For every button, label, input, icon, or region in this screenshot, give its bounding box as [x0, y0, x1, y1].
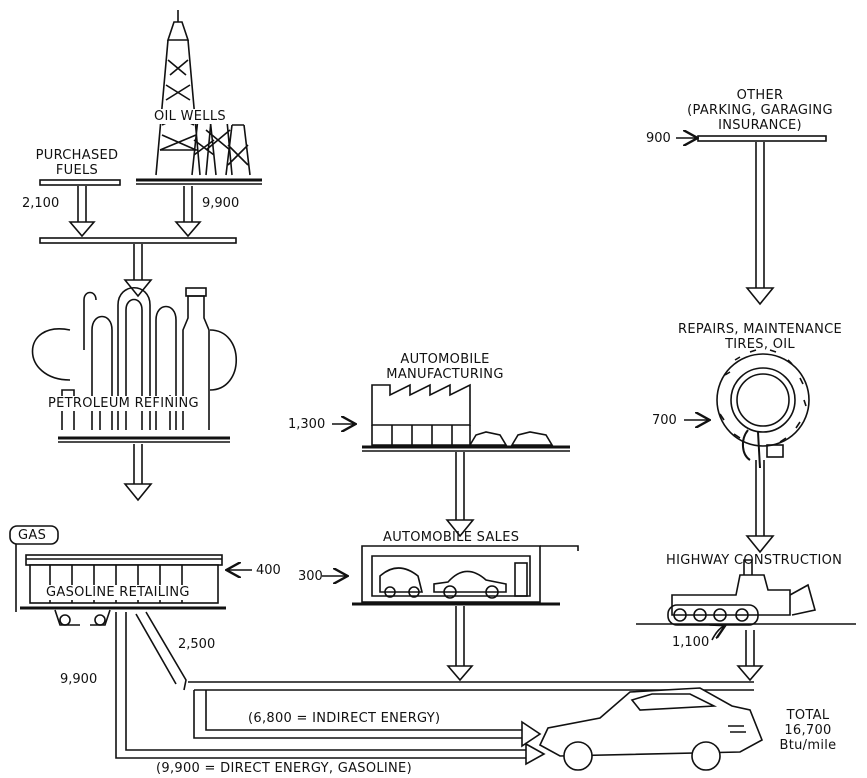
tire-illustration [717, 350, 809, 468]
automobile-manufacturing-value: 1,300 [288, 417, 325, 432]
gasoline-retailing-label: GASOLINE RETAILING [44, 585, 192, 600]
refinery-illustration [33, 288, 237, 442]
car-illustration [540, 688, 762, 770]
oil-wells-arrow [176, 186, 200, 236]
petroleum-refining-label: PETROLEUM REFINING [46, 396, 201, 411]
other-bar [698, 136, 826, 141]
total-label: TOTAL 16,700 Btu/mile [768, 708, 848, 753]
repairs-line2: TIRES, OIL [660, 337, 860, 352]
fuel-collector-bar [40, 238, 236, 243]
purchased-fuels-value: 2,100 [22, 196, 59, 211]
oil-wells-value: 9,900 [202, 196, 239, 211]
showroom-illustration [352, 546, 578, 604]
repairs-label: REPAIRS, MAINTENANCE TIRES, OIL [660, 322, 860, 352]
other-line1: OTHER [670, 88, 850, 103]
direct-energy-flow [116, 612, 544, 764]
repairs-line1: REPAIRS, MAINTENANCE [660, 322, 860, 337]
highway-to-indirect-arrow [738, 630, 762, 680]
oil-wells-label: OIL WELLS [152, 109, 228, 124]
total-title: TOTAL [768, 708, 848, 723]
automobile-sales-value: 300 [298, 569, 323, 584]
manufacturing-to-sales-arrow [447, 452, 473, 536]
oil-well-derrick [136, 10, 262, 184]
other-line3: INSURANCE) [670, 118, 850, 133]
repairs-to-highway-arrow [747, 460, 773, 552]
purchased-fuels-arrow [70, 186, 94, 236]
other-line2: (PARKING, GARAGING [670, 103, 850, 118]
refinery-to-retail-arrow [125, 444, 151, 500]
manufacturing-line1: AUTOMOBILE [370, 352, 520, 367]
retail-indirect-value: 2,500 [178, 637, 215, 652]
other-value: 900 [646, 131, 671, 146]
highway-input-arrow [712, 626, 724, 640]
automobile-sales-label: AUTOMOBILE SALES [383, 530, 519, 545]
purchased-fuels-line2: FUELS [22, 163, 132, 178]
highway-construction-value: 1,100 [672, 635, 709, 650]
direct-energy-label: (9,900 = DIRECT ENERGY, GASOLINE) [156, 761, 412, 776]
sales-to-indirect-arrow [448, 606, 472, 680]
purchased-fuels-line1: PURCHASED [22, 148, 132, 163]
manufacturing-line2: MANUFACTURING [370, 367, 520, 382]
purchased-fuels-bar [40, 180, 120, 185]
bulldozer-illustration [636, 560, 856, 625]
total-unit: Btu/mile [768, 738, 848, 753]
total-value: 16,700 [768, 723, 848, 738]
highway-construction-label: HIGHWAY CONSTRUCTION [666, 553, 842, 568]
gas-sign-label: GAS [18, 528, 46, 543]
retail-direct-value: 9,900 [60, 672, 97, 687]
automobile-manufacturing-label: AUTOMOBILE MANUFACTURING [370, 352, 520, 382]
repairs-value: 700 [652, 413, 677, 428]
other-label: OTHER (PARKING, GARAGING INSURANCE) [670, 88, 850, 133]
indirect-energy-label: (6,800 = INDIRECT ENERGY) [248, 711, 440, 726]
gasoline-retailing-value: 400 [256, 563, 281, 578]
factory-illustration [362, 385, 570, 451]
purchased-fuels-label: PURCHASED FUELS [22, 148, 132, 178]
other-to-repairs-arrow [747, 142, 773, 304]
